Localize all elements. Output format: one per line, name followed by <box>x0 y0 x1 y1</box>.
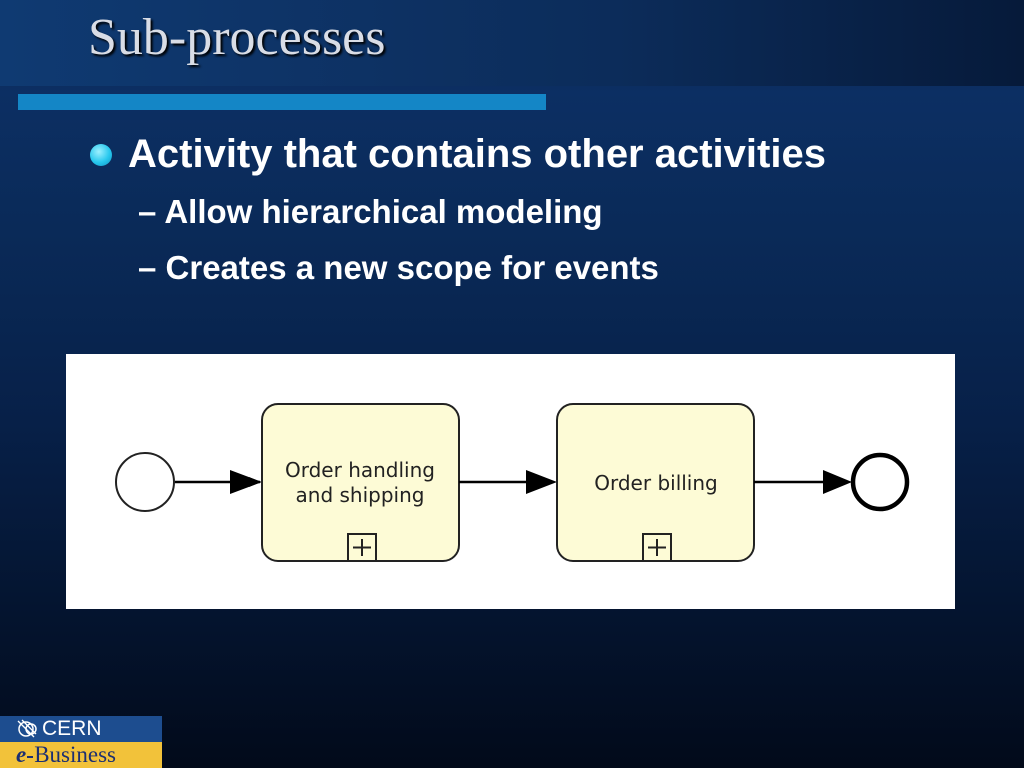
title-underline <box>18 94 546 110</box>
subprocess-label-line1: Order handling <box>285 458 435 482</box>
bullet-item: Activity that contains other activities <box>90 128 990 180</box>
start-event-icon <box>115 452 175 512</box>
end-event-icon <box>850 452 910 512</box>
arrow-head-icon <box>526 470 557 494</box>
logo-dash <box>27 755 34 758</box>
bullet-text: Activity that contains other activities <box>128 132 826 176</box>
subprocess-label: Order billing <box>594 471 718 495</box>
arrow-head-icon <box>823 470 852 494</box>
logo-e-letter: e <box>16 742 27 767</box>
expand-marker-icon <box>347 533 377 562</box>
sub-bullet-dash: – <box>138 193 157 230</box>
logo-cern-text: CERN <box>42 717 102 740</box>
cern-emblem-icon <box>17 719 37 738</box>
slide-title: Sub-processes <box>88 9 386 66</box>
sub-bullet-dash: – <box>138 249 157 286</box>
bpmn-diagram-svg: Order handling and shipping Order billin… <box>115 403 910 562</box>
bullet-dot-icon <box>90 144 112 166</box>
expand-marker-icon <box>642 533 672 562</box>
sub-bullet-text: Creates a new scope for events <box>165 249 659 286</box>
bullet-list: Activity that contains other activities … <box>90 128 990 288</box>
bpmn-diagram: Order handling and shipping Order billin… <box>66 354 955 609</box>
cern-ebusiness-logo: CERN e Business <box>0 716 162 768</box>
logo-business-text: Business <box>34 742 117 767</box>
title-band <box>0 0 1024 86</box>
arrow-head-icon <box>230 470 262 494</box>
subprocess-label-line2: and shipping <box>296 483 425 507</box>
sub-bullet-text: Allow hierarchical modeling <box>164 193 603 230</box>
sub-bullet-item: – Creates a new scope for events <box>138 248 990 288</box>
sub-bullet-item: – Allow hierarchical modeling <box>138 192 990 232</box>
